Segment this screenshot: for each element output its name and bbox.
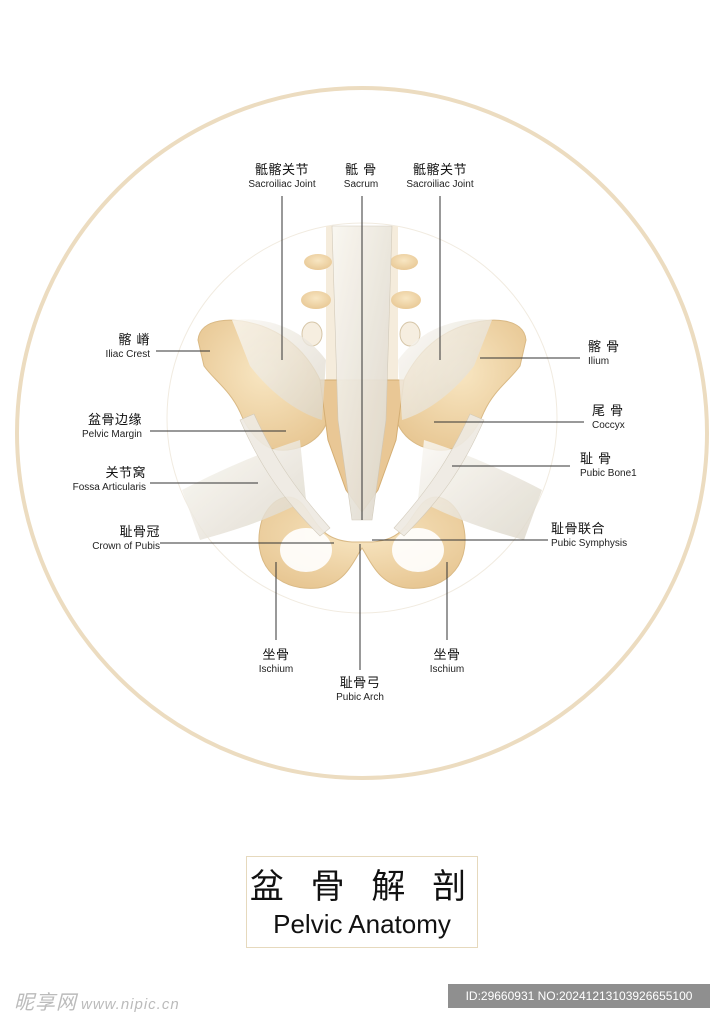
label-en: Coccyx	[592, 420, 625, 431]
label-en: Pelvic Margin	[81, 429, 142, 440]
watermark-brand: 昵享网	[14, 990, 77, 1014]
label-zh: 耻 骨	[580, 452, 612, 467]
label-en: Sacroiliac Joint	[406, 179, 474, 190]
label-en: Ilium	[588, 356, 610, 367]
label-en: Crown of Pubis	[92, 541, 160, 552]
page-subtitle: Pelvic Anatomy	[273, 909, 451, 940]
label-zh: 坐骨	[433, 648, 461, 663]
label-zh: 骶髂关节	[254, 163, 310, 178]
label-ilium: 髂 骨 Ilium	[588, 341, 620, 367]
label-zh: 骶 骨	[345, 163, 377, 178]
label-en: Sacroiliac Joint	[248, 179, 316, 190]
label-en: Pubic Bone1	[580, 468, 637, 479]
label-zh: 髂 嵴	[118, 333, 150, 348]
label-zh: 关节窝	[105, 466, 146, 481]
label-ischium-left: 坐骨 Ischium	[259, 649, 293, 675]
label-sacrum: 骶 骨 Sacrum	[344, 164, 378, 190]
label-en: Sacrum	[343, 179, 379, 190]
label-pubic-bone: 耻 骨 Pubic Bone1	[580, 453, 637, 479]
label-en: Ischium	[429, 664, 465, 675]
ligaments	[182, 225, 542, 540]
label-zh: 坐骨	[262, 648, 290, 663]
label-sacroiliac-joint-right: 骶髂关节 Sacroiliac Joint	[406, 164, 473, 190]
label-pubic-symphysis: 耻骨联合 Pubic Symphysis	[551, 523, 627, 549]
label-zh: 耻骨冠	[119, 525, 160, 540]
watermark-site: www.nipic.cn	[81, 996, 180, 1013]
label-en: Pubic Symphysis	[551, 538, 628, 549]
label-coccyx: 尾 骨 Coccyx	[592, 405, 625, 431]
label-pubic-arch: 耻骨弓 Pubic Arch	[336, 677, 384, 703]
label-zh: 骶髂关节	[412, 163, 468, 178]
id-badge: ID:29660931 NO:20241213103926655100	[448, 984, 710, 1008]
label-zh: 耻骨弓	[339, 676, 381, 691]
outer-ring	[15, 86, 709, 780]
label-en: Iliac Crest	[105, 349, 150, 360]
label-crown-of-pubis: 耻骨冠 Crown of Pubis	[92, 526, 160, 552]
label-sacroiliac-joint-left: 骶髂关节 Sacroiliac Joint	[248, 164, 315, 190]
title-box: 盆 骨 解 剖 Pelvic Anatomy	[246, 856, 478, 948]
label-en: Pubic Arch	[336, 692, 384, 703]
label-zh: 髂 骨	[588, 340, 620, 355]
label-zh: 盆骨边缘	[87, 413, 142, 428]
label-fossa-articularis: 关节窝 Fossa Articularis	[73, 467, 146, 493]
leader-lines	[150, 196, 584, 670]
label-ischium-right: 坐骨 Ischium	[430, 649, 464, 675]
label-zh: 尾 骨	[592, 404, 624, 419]
label-iliac-crest: 髂 嵴 Iliac Crest	[106, 334, 150, 360]
page-title: 盆 骨 解 剖	[249, 867, 475, 907]
label-zh: 耻骨联合	[551, 522, 606, 537]
label-pelvic-margin: 盆骨边缘 Pelvic Margin	[82, 414, 142, 440]
label-en: Fossa Articularis	[72, 482, 146, 493]
label-en: Ischium	[258, 664, 294, 675]
